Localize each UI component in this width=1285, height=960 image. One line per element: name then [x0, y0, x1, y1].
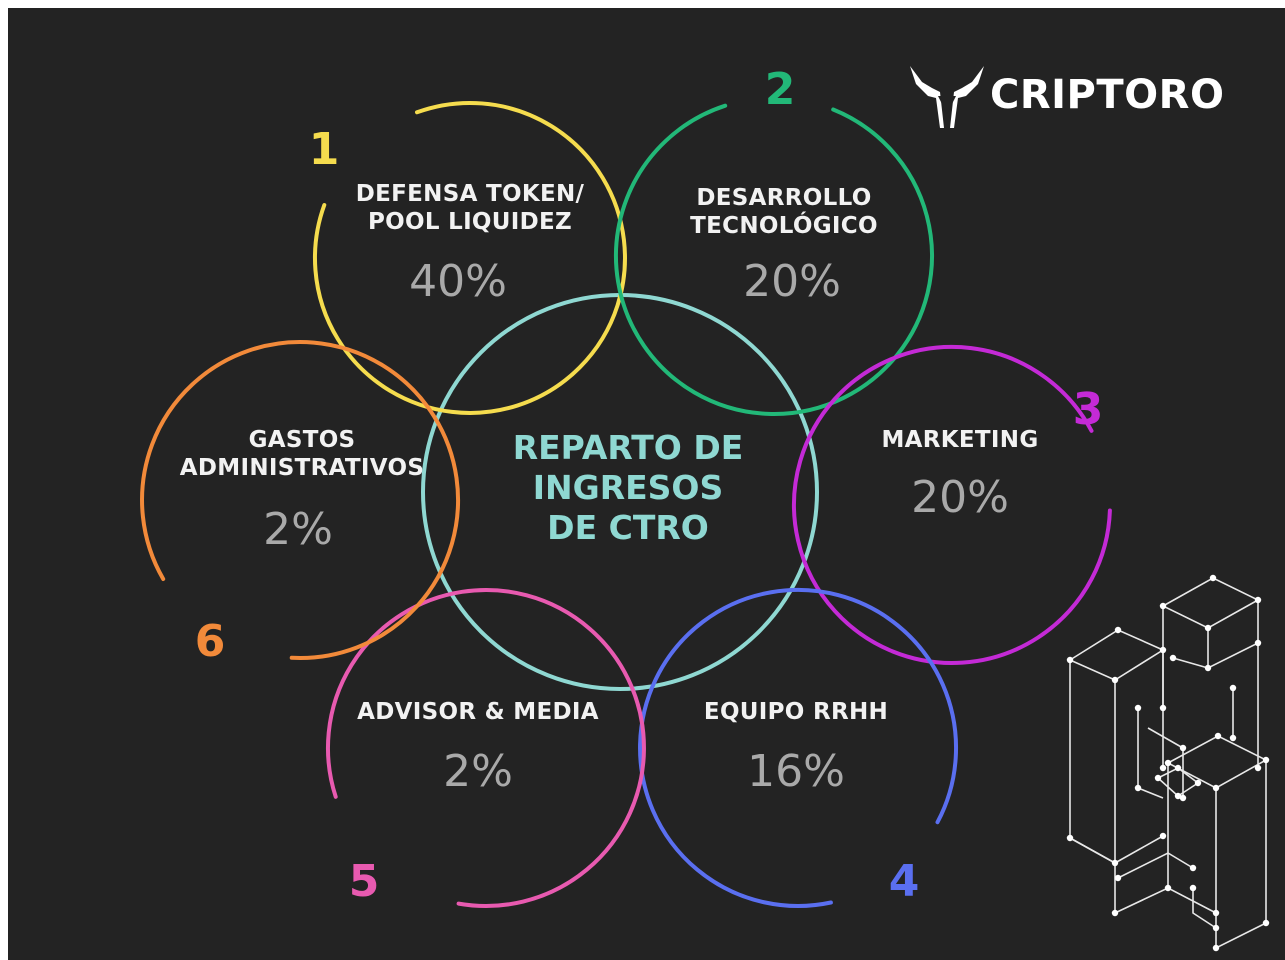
segment-5-value: 2%	[443, 746, 513, 797]
segment-2-label: DESARROLLO TECNOLÓGICO	[690, 184, 878, 240]
segment-4-value: 16%	[747, 746, 845, 797]
segment-1-label: DEFENSA TOKEN/ POOL LIQUIDEZ	[356, 180, 584, 236]
segment-6-label-line: ADMINISTRATIVOS	[179, 455, 425, 481]
venn-circles	[140, 100, 1270, 952]
segment-4-label: EQUIPO RRHH	[704, 698, 888, 726]
segment-3-value: 20%	[911, 472, 1009, 523]
segment-4-label-line: EQUIPO RRHH	[703, 699, 889, 725]
segment-1-value: 40%	[409, 256, 507, 307]
segment-1-number: 1	[308, 124, 340, 175]
segment-2-number: 2	[764, 64, 796, 115]
segment-5-number: 5	[348, 856, 380, 907]
segment-3-number: 3	[1072, 384, 1104, 435]
segment-6-label: GASTOS ADMINISTRATIVOS	[180, 426, 424, 482]
center-title-line: REPARTO DE	[512, 428, 744, 467]
bull-head-icon	[910, 66, 984, 128]
segment-1-circle	[312, 100, 627, 415]
segment-6-number: 6	[194, 616, 226, 667]
segment-5-label: ADVISOR & MEDIA	[357, 698, 599, 726]
center-title: REPARTO DE INGRESOS DE CTRO	[513, 428, 744, 548]
segment-5-label-line: ADVISOR & MEDIA	[357, 699, 599, 725]
segment-4-circle	[638, 587, 958, 908]
infographic-canvas: CRIPTORO REPARTO DE INGRESOS DE CTRO 1 D…	[8, 8, 1285, 960]
blockchain-wireframe-icon	[1066, 574, 1270, 952]
segment-5-circle	[325, 588, 646, 908]
segment-2-label-line: TECNOLÓGICO	[690, 213, 878, 239]
criptoro-logo: CRIPTORO	[908, 62, 1253, 132]
segment-6-circle	[140, 340, 460, 661]
segment-6-value: 2%	[263, 504, 333, 555]
segment-3-label-line: MARKETING	[881, 427, 1039, 453]
segment-1-label-line: POOL LIQUIDEZ	[367, 209, 573, 235]
segment-3-circle	[791, 345, 1112, 665]
segment-6-label-line: GASTOS	[248, 427, 356, 453]
segment-2-circle	[613, 103, 934, 416]
center-title-line: INGRESOS	[532, 468, 724, 507]
segment-3-label: MARKETING	[881, 426, 1038, 454]
segment-2-value: 20%	[743, 256, 841, 307]
segment-1-label-line: DEFENSA TOKEN/	[355, 181, 585, 207]
segment-2-label-line: DESARROLLO	[696, 185, 872, 211]
center-title-line: DE CTRO	[547, 508, 709, 547]
segment-4-number: 4	[888, 856, 920, 907]
brand-name: CRIPTORO	[990, 72, 1225, 118]
